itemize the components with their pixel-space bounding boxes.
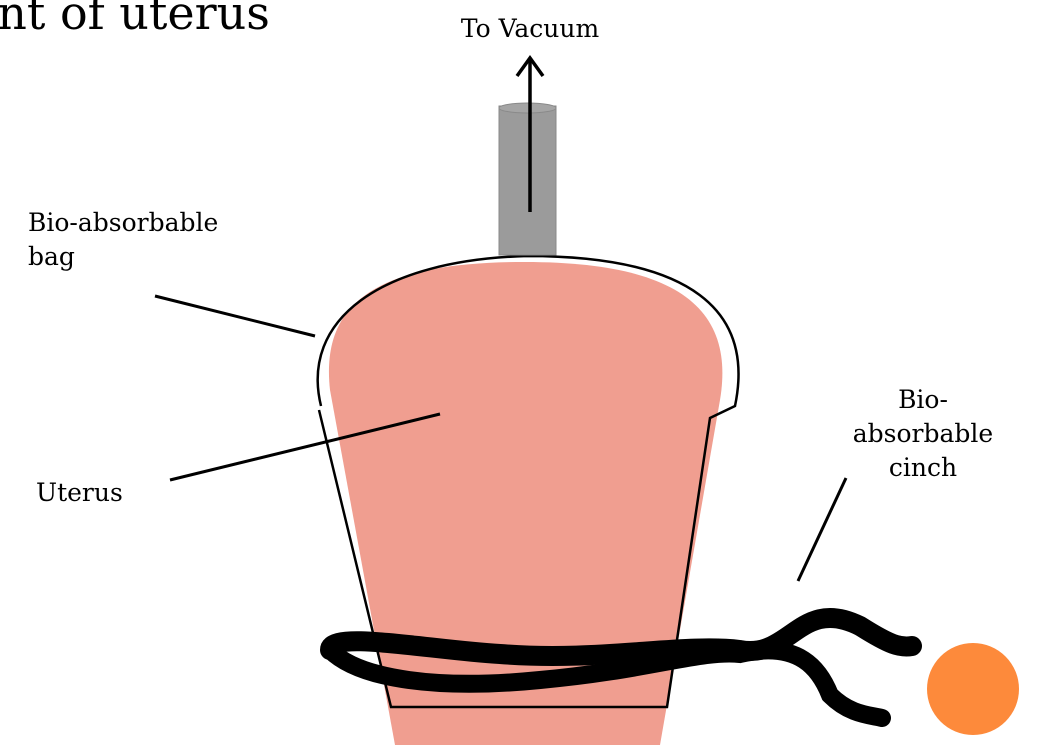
vacuum-tube-top [499,103,556,113]
bag-label: Bio-absorbable bag [28,206,218,274]
cinch-ball [927,643,1019,735]
cinch-label-line2: absorbable [838,417,1008,451]
cinch-label-line3: cinch [838,451,1008,485]
uterus-label: Uterus [36,476,123,510]
cinch-callout-line [798,478,846,581]
cinch-label: Bio- absorbable cinch [838,383,1008,485]
bag-label-line2: bag [28,240,218,274]
vacuum-tube [499,106,556,255]
vacuum-label: To Vacuum [430,12,630,46]
bag-label-line1: Bio-absorbable [28,206,218,240]
bag-callout-line [155,296,315,336]
cinch-label-line1: Bio- [838,383,1008,417]
